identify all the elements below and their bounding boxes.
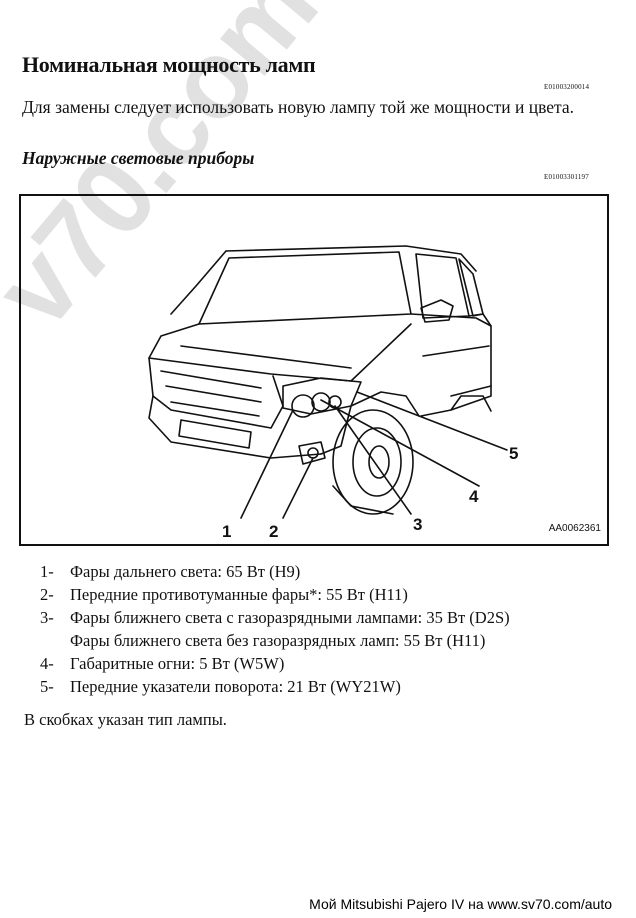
- callout-3: 3: [413, 515, 422, 534]
- callout-2: 2: [269, 522, 278, 541]
- lamp-item-text: Фары ближнего света с газоразрядными лам…: [70, 608, 510, 627]
- title-code: E01003200014: [544, 83, 590, 91]
- lamp-item: 1- Фары дальнего света: 65 Вт (H9): [40, 560, 620, 583]
- callout-4: 4: [469, 487, 479, 506]
- lamp-list: 1- Фары дальнего света: 65 Вт (H9) 2- Пе…: [40, 560, 620, 698]
- figure-code: AA0062361: [548, 523, 601, 534]
- callout-1: 1: [222, 522, 231, 541]
- car-illustration: 1 2 3 4 5: [148, 245, 518, 541]
- lamp-type-note: В скобках указан тип лампы.: [24, 710, 227, 729]
- lamp-item-number: 3-: [40, 608, 54, 627]
- lamp-item-text: Фары дальнего света: 65 Вт (H9): [70, 562, 301, 581]
- lamp-item-number: 1-: [40, 562, 54, 581]
- subtitle-code: E01003301197: [544, 173, 589, 181]
- lamp-item-number: 2-: [40, 585, 54, 604]
- page-title: Номинальная мощность ламп: [22, 52, 316, 77]
- lamp-item-text: Передние противотуманные фары*: 55 Вт (H…: [70, 585, 408, 604]
- lamp-item: 4- Габаритные огни: 5 Вт (W5W): [40, 652, 620, 675]
- lamp-item: 2- Передние противотуманные фары*: 55 Вт…: [40, 583, 620, 606]
- lamp-item-text: Габаритные огни: 5 Вт (W5W): [70, 654, 285, 673]
- footer-source: Мой Mitsubishi Pajero IV на www.sv70.com…: [309, 896, 612, 912]
- intro-text: Для замены следует использовать новую ла…: [22, 97, 575, 117]
- lamp-item-number: 5-: [40, 677, 54, 696]
- lamp-item-continuation: Фары ближнего света без газоразрядных ла…: [70, 631, 486, 650]
- lamp-item: 5- Передние указатели поворота: 21 Вт (W…: [40, 675, 620, 698]
- lamp-item-number: 4-: [40, 654, 54, 673]
- section-subtitle: Наружные световые приборы: [22, 148, 255, 168]
- lamp-item: 3- Фары ближнего света с газоразрядными …: [40, 606, 620, 652]
- callout-5: 5: [509, 444, 518, 463]
- car-illustration-figure: 1 2 3 4 5 AA0062361: [19, 194, 609, 546]
- lamp-item-text: Передние указатели поворота: 21 Вт (WY21…: [70, 677, 401, 696]
